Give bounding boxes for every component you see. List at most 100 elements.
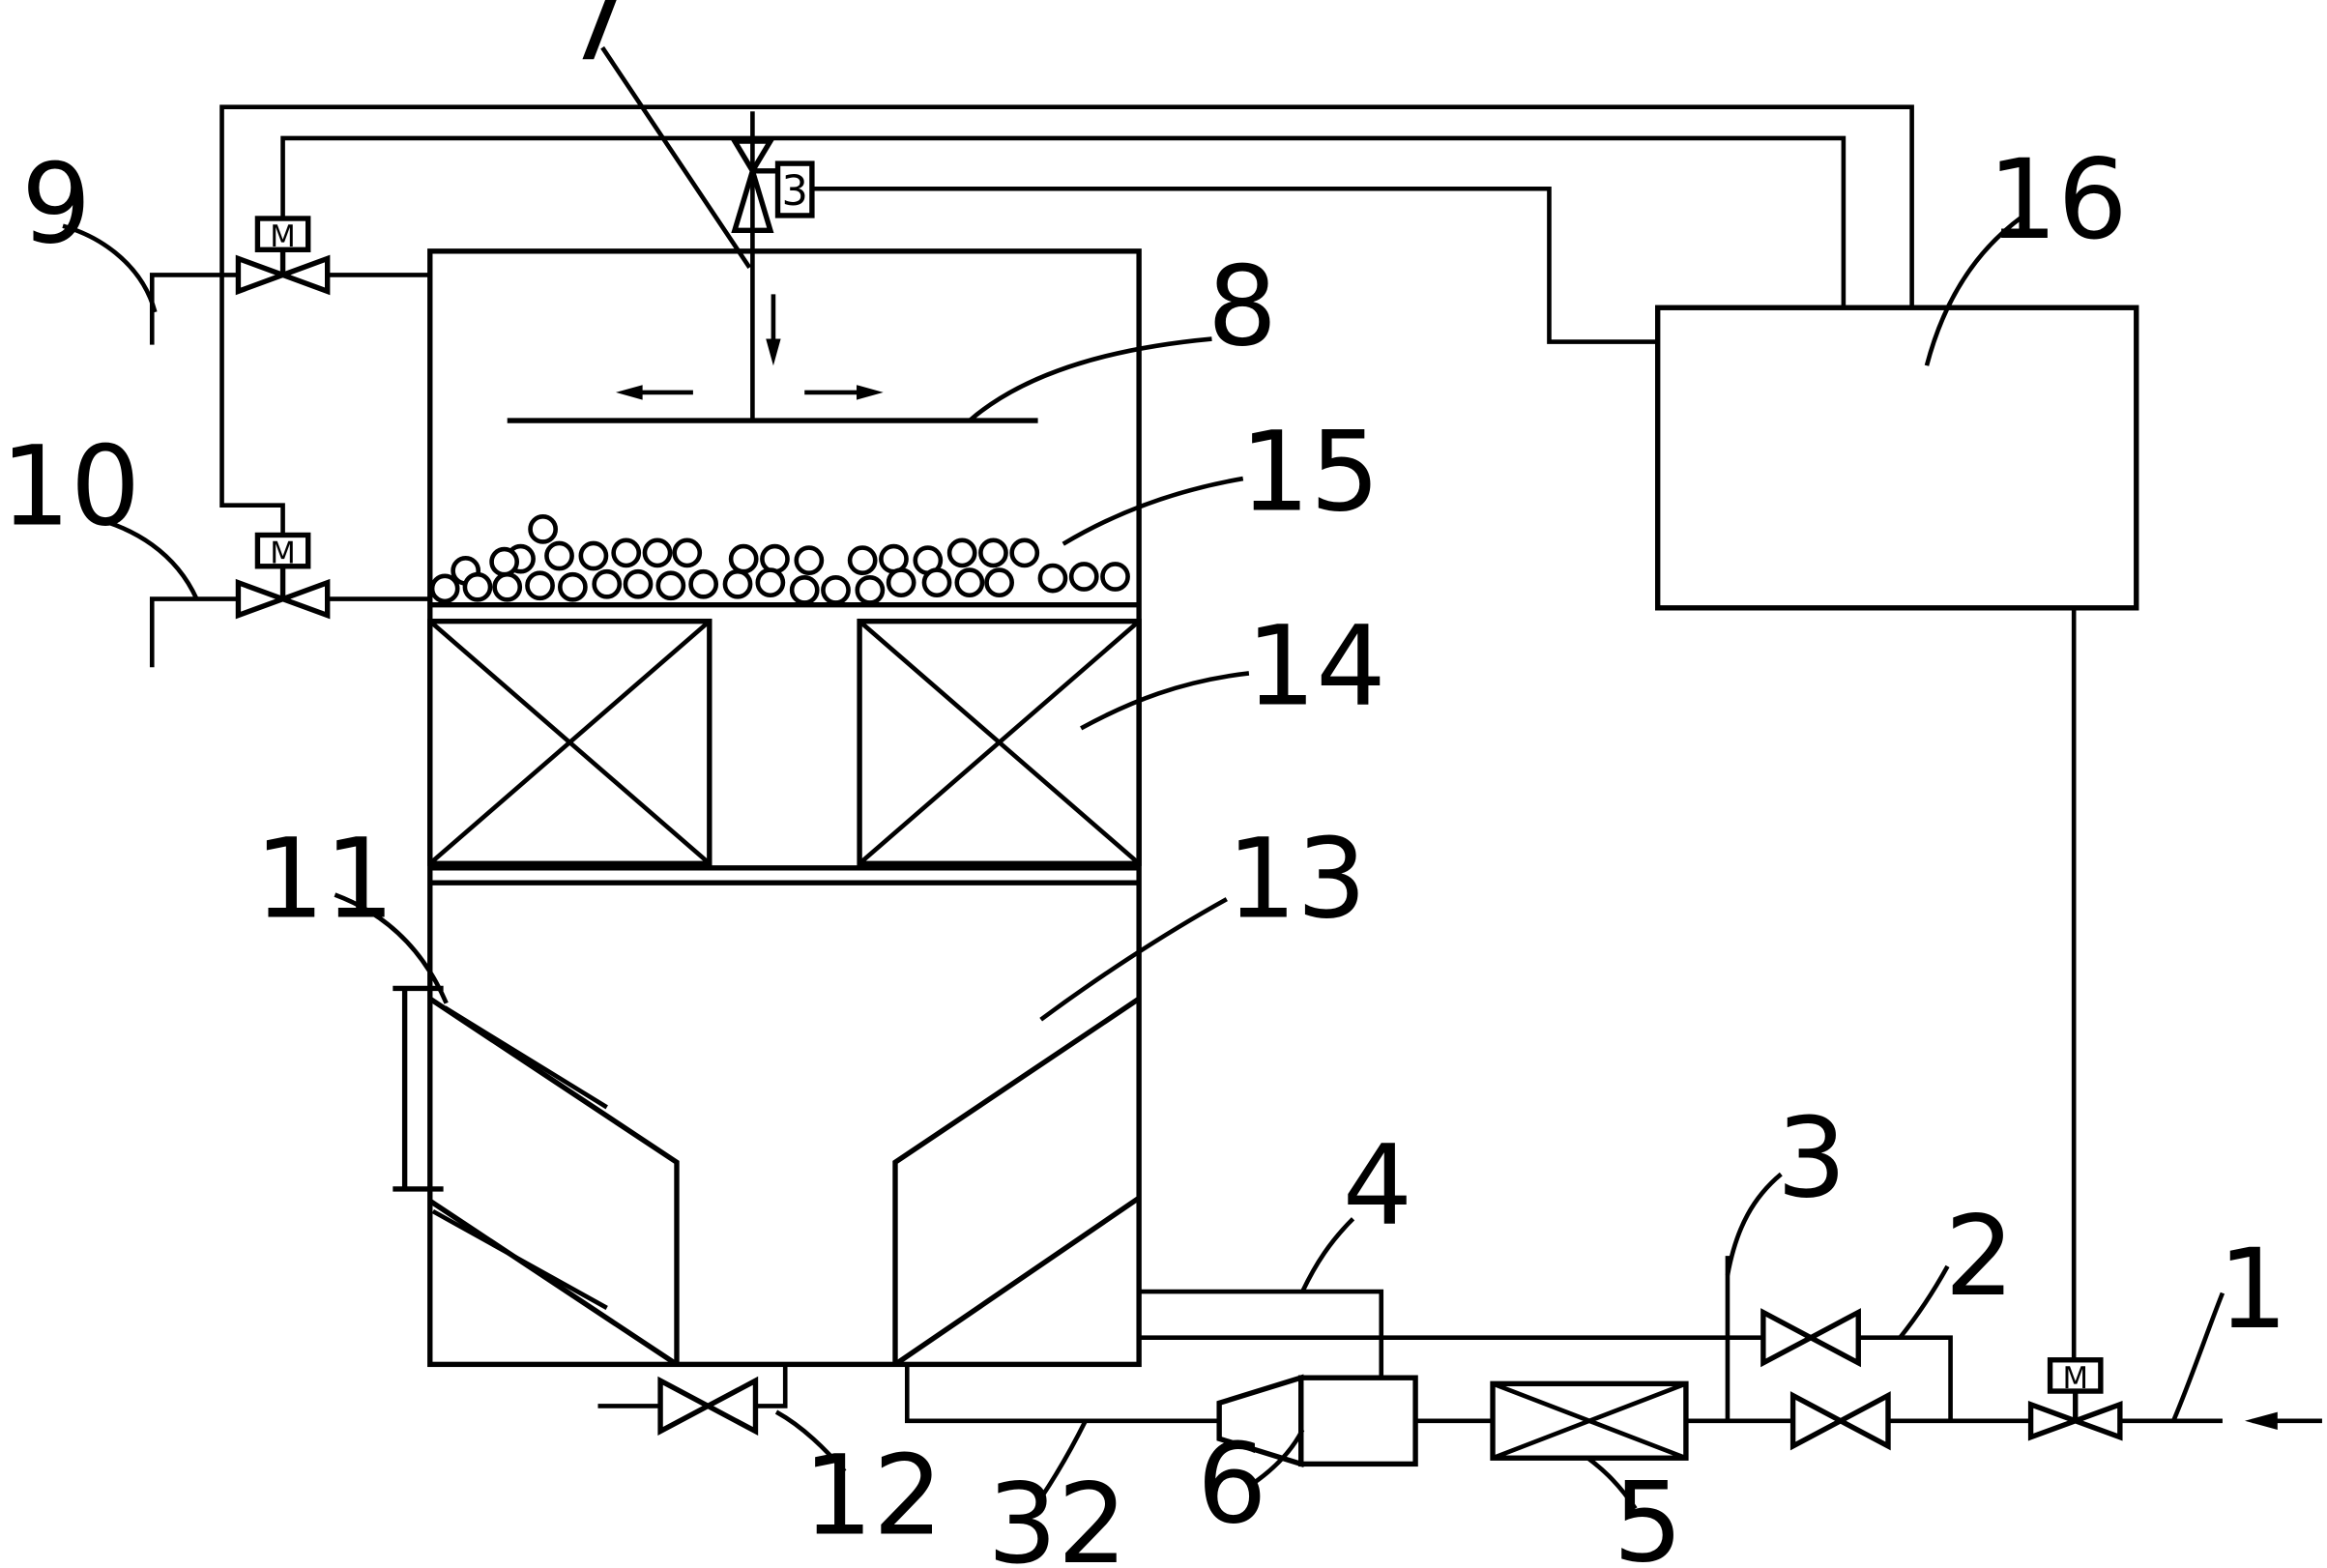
right-baffle-lower (893, 1195, 1141, 1367)
floating-media-balls (429, 513, 1130, 605)
left-baffle-lower (428, 1199, 679, 1367)
motor-icon (2047, 1357, 2104, 1394)
solenoid-valve: 3 (730, 138, 815, 233)
media-ball (847, 545, 878, 575)
media-ball (528, 513, 558, 544)
leader-10 (89, 514, 199, 600)
media-ball (525, 570, 555, 601)
motor-valve-10: M (149, 532, 430, 668)
media-ball (611, 537, 642, 568)
leader-2 (1898, 1264, 1950, 1340)
media-ball (855, 574, 886, 605)
packing-cross-left-b (428, 619, 712, 865)
control-line-solenoid (811, 186, 1658, 344)
valve-lower-triangle (731, 161, 774, 233)
main-valve-right (1835, 1391, 1891, 1451)
media-ball (755, 567, 786, 598)
media-ball (544, 540, 574, 571)
media-ball (760, 543, 790, 574)
media-ball (921, 567, 952, 598)
media-ball (492, 571, 523, 602)
inflow-arrow-icon (2244, 1411, 2278, 1431)
media-ball (429, 573, 460, 604)
leader-3 (1725, 1172, 1783, 1276)
media-ball (879, 543, 909, 574)
media-ball (794, 545, 825, 575)
valve-10-right (275, 578, 331, 620)
media-ball (1068, 562, 1099, 592)
label-8: 8 (1207, 243, 1277, 371)
left-baffle-liner-b (431, 1208, 608, 1310)
media-ball (954, 567, 985, 598)
motor-icon (254, 532, 311, 569)
valve-9-right (275, 254, 331, 296)
pipe-2 (1858, 1335, 1953, 1421)
label-13: 13 (1227, 815, 1367, 944)
media-ball (984, 567, 1014, 598)
valve-9-left (235, 254, 291, 296)
leader-13 (1039, 897, 1228, 1022)
label-3: 3 (1777, 1094, 1847, 1223)
label-7: 7 (563, 0, 632, 85)
label-16: 16 (1988, 135, 2128, 264)
down-arrow-icon (766, 338, 781, 366)
media-ball (592, 568, 623, 599)
motor-glyph: M (2062, 1361, 2088, 1396)
valve-upper-triangle (730, 138, 775, 177)
control-line-valve-9 (280, 135, 1847, 308)
media-ball (672, 537, 703, 568)
pipe-10-outlet (149, 596, 239, 668)
media-ball (557, 571, 588, 602)
drain-pipe-to-tank (755, 1364, 788, 1408)
settling-hopper (393, 985, 1141, 1367)
pipe-9-outlet (149, 273, 239, 345)
drain-valve-right (702, 1376, 759, 1437)
media-ball (462, 571, 493, 602)
label-1: 1 (2218, 1225, 2287, 1353)
pump-body (1298, 1375, 1418, 1467)
pipe-32 (904, 1364, 1220, 1424)
media-ball (821, 574, 851, 605)
media-ball (946, 537, 977, 568)
media-ball (978, 537, 1008, 568)
drain-valve-12 (597, 1364, 788, 1437)
leader-11 (334, 892, 449, 1004)
right-baffle-upper (892, 996, 1141, 1365)
label-6: 6 (1197, 1419, 1266, 1548)
motor-icon (254, 216, 311, 252)
bypass-valve-right (1805, 1308, 1861, 1368)
filter-cross-b (1492, 1381, 1687, 1461)
pipe-4 (1139, 1289, 1384, 1379)
packing-block-right (857, 618, 1142, 866)
leader-7 (600, 45, 752, 270)
leader-4 (1300, 1217, 1355, 1293)
leader-15 (1062, 476, 1244, 546)
media-ball (789, 574, 820, 605)
label-14: 14 (1246, 602, 1386, 731)
right-arrow-icon (857, 385, 884, 400)
water-distributor (507, 111, 1038, 423)
control-line-valve-10 (219, 104, 1914, 536)
label-32: 32 (987, 1460, 1127, 1568)
media-ball (642, 537, 673, 568)
leader-1 (2171, 1292, 2225, 1422)
leader-14 (1080, 671, 1250, 731)
leader-32 (1038, 1419, 1088, 1500)
packing-blocks (427, 618, 1142, 866)
drain-valve-left (657, 1376, 714, 1437)
leader-9 (62, 223, 158, 313)
media-ball (886, 567, 916, 598)
leader-6 (1247, 1428, 1305, 1489)
media-ball (623, 568, 654, 599)
media-ball (1037, 563, 1068, 594)
left-baffle-liner-a (443, 1005, 608, 1110)
inlet-valve-right (2067, 1401, 2123, 1441)
left-baffle-upper (428, 996, 680, 1365)
left-arrow-icon (615, 385, 643, 400)
label-5: 5 (1614, 1458, 1683, 1568)
valve-10-left (235, 578, 291, 620)
media-ball (722, 568, 753, 599)
label-2: 2 (1944, 1192, 2014, 1321)
media-ball (1009, 537, 1040, 568)
